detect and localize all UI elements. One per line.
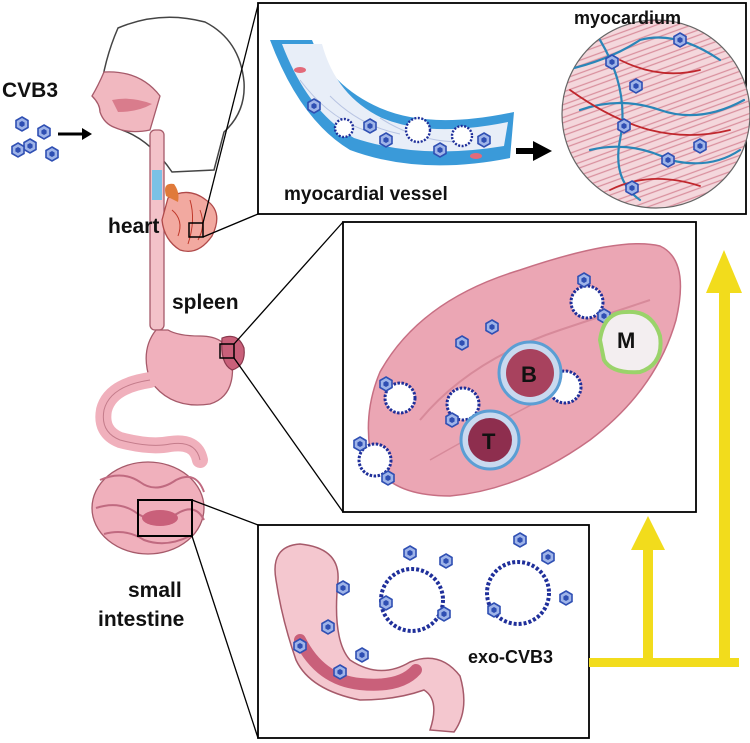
heart-organ [161, 183, 218, 253]
m-cell: M [597, 309, 663, 375]
t-cell: T [459, 409, 521, 471]
label-myocardium: myocardium [574, 8, 681, 28]
myocardium-graphic [561, 19, 750, 209]
b-cell: B [497, 340, 563, 406]
body-figure [91, 16, 245, 555]
virus-cluster [11, 116, 59, 162]
label-exo-cvb3: exo-CVB3 [468, 647, 553, 667]
small-intestine-organ [91, 461, 205, 555]
heart-zoom-box [188, 222, 204, 238]
label-heart: heart [108, 215, 159, 238]
label-spleen: spleen [172, 291, 239, 314]
panel-heart: myocardial vessel myocardium [257, 2, 750, 215]
svg-text:M: M [617, 328, 635, 353]
intestine-zoom-box [137, 499, 193, 537]
intestine-exosomes [379, 560, 551, 633]
zoom-connectors [191, 4, 344, 739]
label-cvb3: CVB3 [2, 79, 58, 102]
panel-intestine: exo-CVB3 [257, 524, 590, 739]
svg-text:B: B [521, 362, 537, 387]
svg-text:T: T [482, 429, 496, 454]
intestine-tube [274, 543, 465, 733]
arrow-right-icon [58, 128, 92, 140]
panel-spleen: B T M [342, 221, 697, 513]
spleen-zoom-box [219, 343, 235, 359]
yellow-arrows [589, 250, 742, 667]
myocardial-vessel-graphic [270, 40, 514, 166]
spleen-organ [221, 335, 245, 371]
label-intestine: intestine [98, 608, 184, 631]
label-myocardial-vessel: myocardial vessel [284, 184, 448, 205]
label-small: small [128, 579, 182, 602]
arrow-right-icon [516, 141, 552, 161]
